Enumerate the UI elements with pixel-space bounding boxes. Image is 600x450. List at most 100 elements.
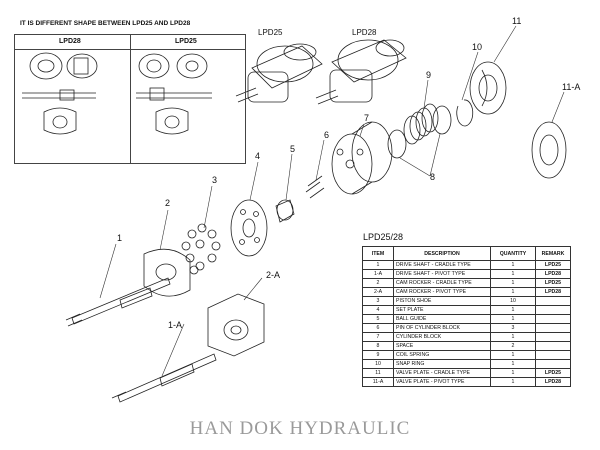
- comparison-lpd25-label: LPD25: [175, 38, 197, 45]
- cell-quantity: 1: [490, 350, 536, 360]
- comparison-box: LPD28 LPD25: [14, 34, 246, 164]
- callout-1: 1: [117, 233, 123, 243]
- cell-item: 9: [362, 350, 394, 360]
- part-1a-drive-shaft: [111, 353, 217, 403]
- lpd28-sketch: [22, 52, 98, 135]
- part-10-snap-ring: [456, 99, 474, 127]
- footer-brand: HAN DOK HYDRAULIC: [189, 418, 411, 439]
- cell-description: VALVE PLATE - PIVOT TYPE: [393, 377, 491, 387]
- part-1-drive-shaft: [65, 277, 171, 327]
- cell-quantity: 1: [490, 287, 536, 297]
- callout-11: 11: [512, 16, 522, 26]
- cell-remark: [535, 314, 571, 324]
- cell-description: SPACE: [393, 341, 491, 351]
- cell-item: 6: [362, 323, 394, 333]
- comparison-lpd28-label: LPD28: [59, 38, 81, 45]
- part-9-coil-spring: [403, 103, 439, 145]
- comparison-title: IT IS DIFFERENT SHAPE BETWEEN LPD25 AND …: [20, 20, 191, 27]
- cell-item: 1-A: [362, 269, 394, 279]
- assembly-label-lpd25: LPD25: [258, 28, 283, 37]
- cell-description: CAM ROCKER - CRADLE TYPE: [393, 278, 491, 288]
- cell-item: 5: [362, 314, 394, 324]
- callout-4: 4: [255, 151, 261, 161]
- callout-5: 5: [290, 144, 296, 154]
- cell-item: 11: [362, 368, 394, 378]
- callout-9: 9: [426, 70, 432, 80]
- cell-remark: [535, 323, 571, 333]
- cell-remark: LPD28: [535, 269, 571, 279]
- cell-quantity: 1: [490, 278, 536, 288]
- cell-remark: [535, 359, 571, 369]
- cell-item: 1: [362, 260, 394, 270]
- cell-description: CAM ROCKER - PIVOT TYPE: [393, 287, 491, 297]
- cell-description: SNAP RING: [393, 359, 491, 369]
- parts-table-header-row: ITEM DESCRIPTION QUANTITY REMARK: [362, 246, 571, 261]
- cell-item: 10: [362, 359, 394, 369]
- cell-remark: [535, 350, 571, 360]
- callout-11a: 11-A: [562, 82, 581, 92]
- leader-lines: [99, 25, 565, 377]
- cell-item: 7: [362, 332, 394, 342]
- callout-8: 8: [430, 172, 436, 182]
- cell-quantity: 1: [490, 368, 536, 378]
- column-header-quantity: QUANTITY: [490, 246, 536, 261]
- cell-remark: LPD25: [535, 260, 571, 270]
- callout-7: 7: [364, 113, 370, 123]
- cell-description: CYLINDER BLOCK: [393, 332, 491, 342]
- cell-remark: LPD28: [535, 377, 571, 387]
- cell-description: VALVE PLATE - CRADLE TYPE: [393, 368, 491, 378]
- parts-table-title: LPD25/28: [363, 232, 404, 242]
- callout-6: 6: [324, 130, 330, 140]
- callout-1a: 1-A: [168, 320, 183, 330]
- cell-remark: [535, 332, 571, 342]
- cell-quantity: 1: [490, 305, 536, 315]
- column-header-item: ITEM: [362, 246, 394, 261]
- cell-item: 2-A: [362, 287, 394, 297]
- callout-3: 3: [212, 175, 218, 185]
- cell-remark: [535, 305, 571, 315]
- cell-quantity: 1: [490, 377, 536, 387]
- cell-quantity: 3: [490, 323, 536, 333]
- lpd25-assembly: [235, 43, 323, 103]
- cell-quantity: 1: [490, 359, 536, 369]
- cell-remark: LPD28: [535, 287, 571, 297]
- cell-remark: LPD25: [535, 368, 571, 378]
- cell-item: 8: [362, 341, 394, 351]
- cell-description: COIL SPRING: [393, 350, 491, 360]
- cell-item: 4: [362, 305, 394, 315]
- part-7-cylinder-block: [331, 121, 393, 195]
- column-header-description: DESCRIPTION: [393, 246, 491, 261]
- part-4-set-plate: [230, 199, 268, 257]
- comparison-column-divider: [130, 35, 131, 163]
- part-11-valve-plate: [469, 61, 507, 115]
- part-6-pins: [305, 175, 325, 199]
- cell-quantity: 1: [490, 269, 536, 279]
- cell-quantity: 1: [490, 332, 536, 342]
- callout-2a: 2-A: [266, 270, 281, 280]
- cell-remark: LPD25: [535, 278, 571, 288]
- cell-quantity: 2: [490, 341, 536, 351]
- cell-description: DRIVE SHAFT - CRADLE TYPE: [393, 260, 491, 270]
- column-header-remark: REMARK: [535, 246, 571, 261]
- part-2-cam-rocker: [143, 248, 191, 297]
- cell-quantity: 10: [490, 296, 536, 306]
- cell-description: SET PLATE: [393, 305, 491, 315]
- part-5-ball-guide: [275, 199, 295, 223]
- cell-item: 2: [362, 278, 394, 288]
- cell-description: DRIVE SHAFT - PIVOT TYPE: [393, 269, 491, 279]
- cell-description: PIN OF CYLINDER BLOCK: [393, 323, 491, 333]
- part-3-piston-shoes: [181, 223, 221, 275]
- lpd28-assembly: [315, 39, 407, 105]
